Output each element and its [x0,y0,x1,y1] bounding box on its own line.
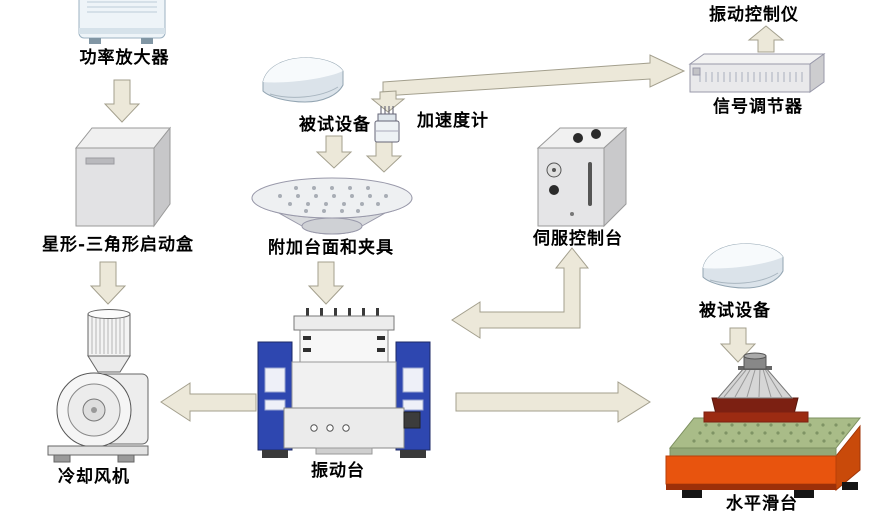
servo-console-graphic [532,122,632,232]
star-delta-starter-graphic [62,122,174,230]
arrow-dut-to-fixture [315,135,353,169]
shaker-graphic [256,306,432,460]
arrow-starter-to-fan [89,261,127,305]
label-dut-right: 被试设备 [699,301,771,321]
arrow-conditioner-to-controller [747,25,785,53]
arrow-dutright-to-sliptable [719,327,757,363]
label-power-amplifier: 功率放大器 [79,48,170,68]
arrow-amplifier-to-starter [103,79,141,123]
arrow-shaker-to-sliptable [455,381,651,423]
arrow-accelerometer-to-fixture [365,141,403,173]
label-fixture: 附加台面和夹具 [268,238,394,258]
label-dut-top: 被试设备 [299,115,371,135]
arrow-elbow-shaker-servo [451,247,590,339]
signal-conditioner-graphic [686,50,826,95]
arrow-fixture-to-shaker [307,261,345,305]
cooling-fan-graphic [42,308,152,464]
label-shaker: 振动台 [311,461,365,481]
dut-top-graphic [258,52,348,107]
label-vibration-controller: 振动控制仪 [709,5,799,25]
arrow-shaker-to-fan [160,382,257,422]
label-cooling-fan: 冷却风机 [58,467,130,487]
dut-right-graphic [698,238,788,293]
label-star-delta-starter: 星形-三角形启动盒 [41,235,195,255]
slip-table-graphic [660,352,865,498]
label-servo-console: 伺服控制台 [533,229,623,249]
power-amplifier-graphic [75,0,170,46]
label-slip-table: 水平滑台 [726,494,798,514]
accelerometer-graphic [368,104,404,144]
label-accelerometer: 加速度计 [417,111,489,131]
arrow-accelerometer-to-conditioner [382,54,686,97]
fixture-graphic [250,176,414,240]
label-signal-conditioner: 信号调节器 [713,97,803,117]
arrow-stub-to-accelerometer [370,90,406,113]
